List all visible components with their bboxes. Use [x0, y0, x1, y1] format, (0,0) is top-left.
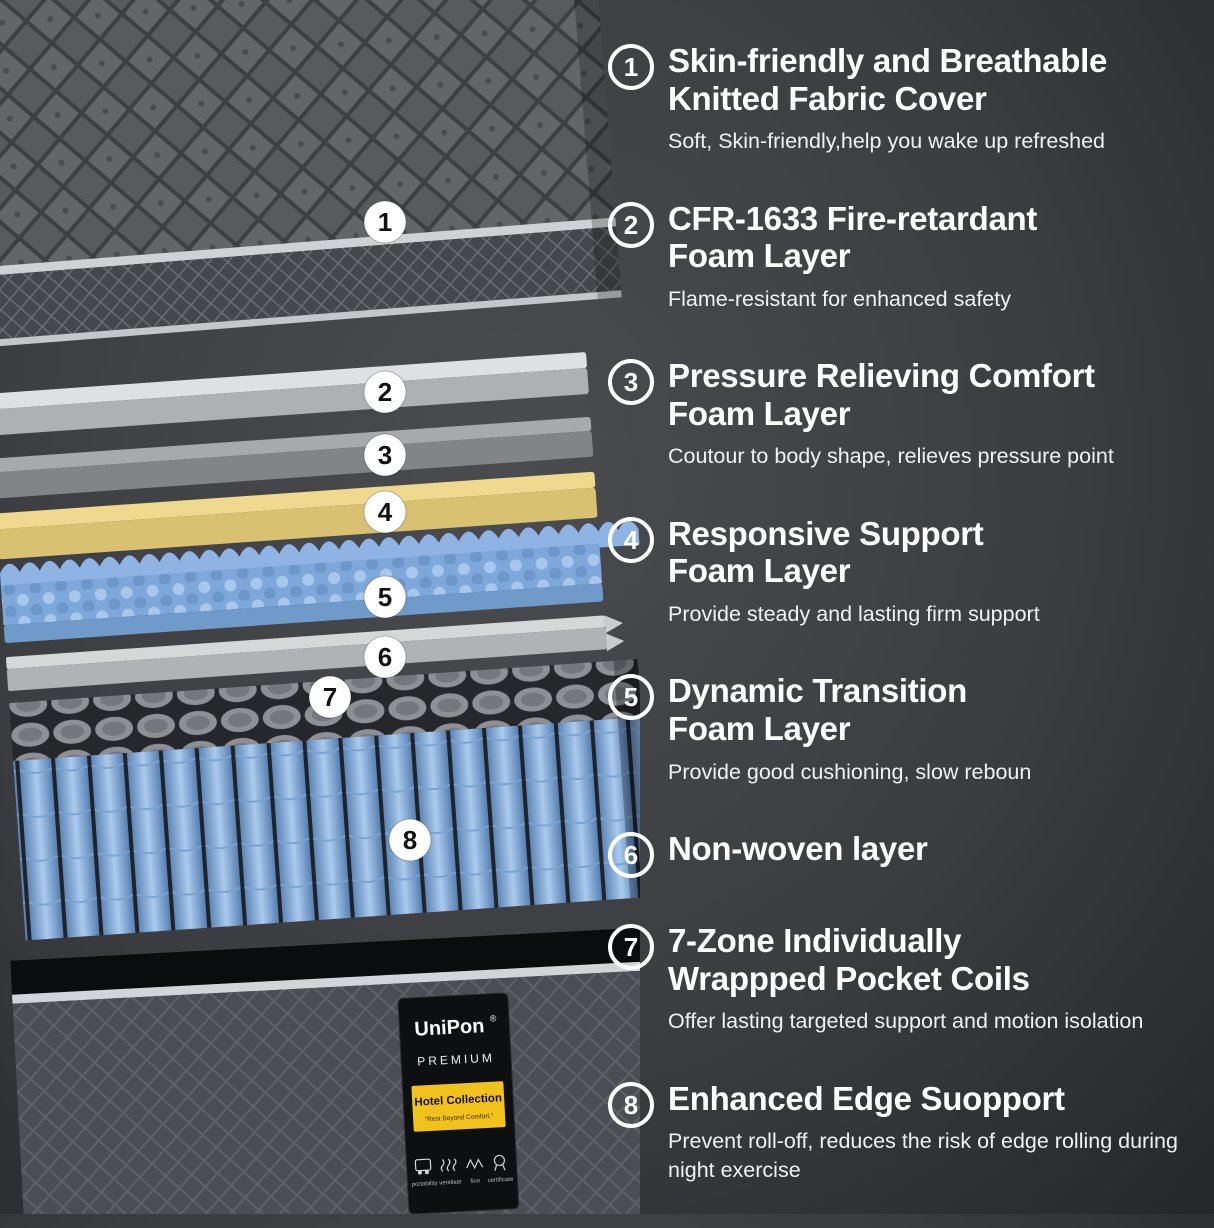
tag-icon-portability: portability: [412, 1158, 438, 1188]
feature-number-badge: 7: [608, 923, 654, 970]
feature-title: Non-woven layer: [668, 829, 928, 867]
layer-badge-3: 3: [363, 433, 407, 477]
tier-label: PREMIUM: [417, 1051, 495, 1069]
feature-item-4: 4 Responsive Support Foam Layer Provide …: [608, 515, 1204, 629]
svg-text:7: 7: [323, 682, 337, 712]
layer-fire-retardant-foam: [0, 352, 589, 436]
hotel-collection-badge: [411, 1081, 506, 1132]
layer-badge-6: 6: [363, 635, 407, 679]
layer-badge-4: 4: [363, 490, 407, 534]
collection-slogan: "Rest Beyond Comfort.": [425, 1113, 495, 1124]
layer-knitted-cover: [0, 0, 622, 353]
feature-description: Offer lasting targeted support and motio…: [668, 1009, 1144, 1034]
feature-description: Soft, Skin-friendly,help you wake up ref…: [668, 129, 1106, 154]
feature-title-line2: Foam Layer: [668, 237, 851, 275]
feature-item-6: 6 Non-woven layer: [608, 830, 1204, 878]
feature-title-line2: Foam Layer: [668, 709, 851, 747]
feature-description: Provide good cushioning, slow reboun: [668, 759, 1032, 784]
feature-list: 1 Skin-friendly and Breathable Knitted F…: [600, 0, 1214, 1228]
feature-description: Provide steady and lasting firm support: [668, 602, 1040, 626]
feature-item-2: 2 CFR-1633 Fire-retardant Foam Layer Fla…: [608, 200, 1204, 314]
layer-comfort-foam: [0, 417, 594, 499]
feature-number-badge: 3: [608, 359, 654, 406]
feature-number-badge: 1: [608, 44, 654, 90]
svg-text:5: 5: [378, 582, 392, 612]
tag-icon-certificate: certificate: [487, 1154, 514, 1184]
feature-item-3: 3 Pressure Relieving Comfort Foam Layer …: [608, 357, 1204, 471]
collection-label: Hotel Collection: [414, 1092, 502, 1109]
layer-badge-5: 5: [363, 575, 407, 619]
feature-number-badge: 8: [608, 1081, 654, 1128]
feature-number-badge: 6: [608, 831, 654, 878]
layer-transition-foam: [0, 520, 640, 644]
feature-title-line2: Foam Layer: [668, 552, 851, 590]
feature-number-badge: 2: [608, 201, 654, 248]
feature-title: Responsive Support: [668, 514, 984, 552]
feature-title-line2: Wrappped Pocket Coils: [668, 959, 1030, 997]
brand-name: UniPon: [414, 1015, 485, 1041]
layer-number-badges: 1 2 3 4 5 6 7: [308, 200, 432, 862]
svg-text:2: 2: [378, 377, 392, 407]
feature-item-8: 8 Enhanced Edge Suopport Prevent roll-of…: [608, 1080, 1204, 1184]
feature-number-badge: 4: [608, 516, 654, 563]
feature-item-5: 5 Dynamic Transition Foam Layer Provide …: [608, 672, 1204, 786]
registered-mark: ®: [489, 1013, 497, 1023]
svg-text:1: 1: [378, 207, 392, 237]
svg-text:3: 3: [378, 440, 392, 470]
feature-title: 7-Zone Individually: [668, 921, 962, 959]
base-foundation: UniPon ® PREMIUM Hotel Collection "Rest …: [10, 926, 640, 1214]
layer-support-foam: [0, 471, 598, 560]
feature-title: Skin-friendly and Breathable: [668, 42, 1108, 79]
feature-title: Pressure Relieving Comfort: [668, 357, 1095, 395]
feature-title-line2: Foam Layer: [668, 394, 851, 432]
feature-description: Flame-resistant for enhanced safety: [668, 286, 1011, 311]
svg-text:4: 4: [378, 497, 393, 527]
svg-text:firm: firm: [470, 1178, 480, 1185]
feature-title-line2: Knitted Fabric Cover: [668, 79, 987, 117]
svg-text:ventilate: ventilate: [439, 1179, 462, 1186]
feature-number-badge: 5: [608, 674, 654, 721]
feature-item-7: 7 7-Zone Individually Wrappped Pocket Co…: [608, 922, 1204, 1036]
svg-text:8: 8: [403, 825, 417, 855]
tag-icon-firm: firm: [466, 1158, 484, 1185]
brand-tag: UniPon ® PREMIUM Hotel Collection "Rest …: [397, 992, 520, 1214]
svg-text:6: 6: [378, 642, 392, 672]
tag-icon-ventilate: ventilate: [439, 1158, 463, 1187]
feature-title: Enhanced Edge Suopport: [668, 1079, 1065, 1117]
layer-badge-8: 8: [388, 818, 432, 862]
svg-text:certificate: certificate: [487, 1177, 514, 1184]
layer-badge-2: 2: [363, 370, 407, 414]
layer-badge-1: 1: [363, 200, 407, 244]
feature-description: Coutour to body shape, relieves pressure…: [668, 444, 1114, 469]
svg-text:portability: portability: [412, 1181, 438, 1188]
feature-item-1: 1 Skin-friendly and Breathable Knitted F…: [608, 42, 1204, 156]
mattress-layers-diagram: UniPon ® PREMIUM Hotel Collection "Rest …: [0, 0, 640, 1214]
layer-badge-7: 7: [308, 675, 352, 719]
layer-non-woven: [5, 615, 625, 691]
feature-description: Prevent roll-off, reduces the risk of ed…: [668, 1129, 1178, 1182]
feature-title: Dynamic Transition: [668, 672, 968, 710]
feature-title: CFR-1633 Fire-retardant: [668, 199, 1038, 237]
